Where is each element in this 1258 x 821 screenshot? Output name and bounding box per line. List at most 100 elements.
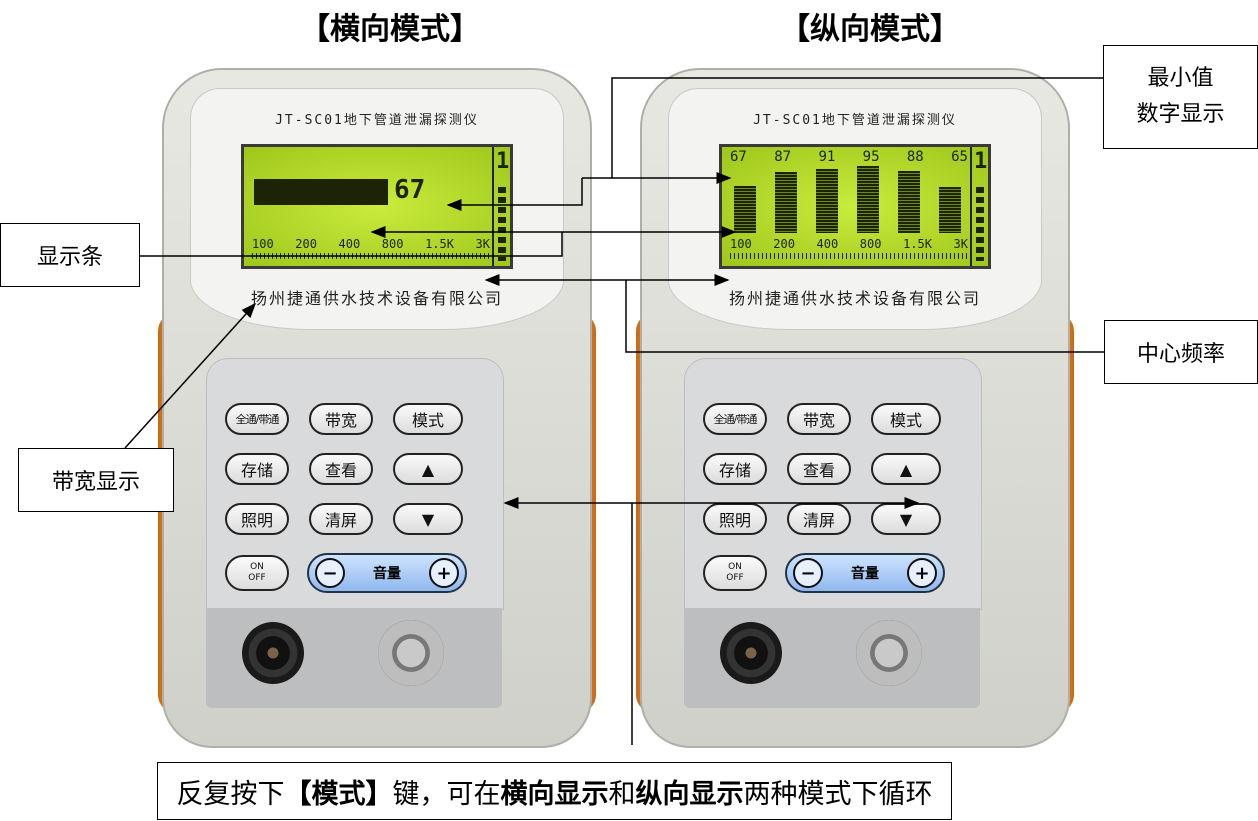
note-part: 纵向显示 xyxy=(635,778,744,810)
lcd-level-meter xyxy=(976,187,984,261)
lcd-tick-row xyxy=(730,253,968,259)
all-band-button[interactable]: 全通/带通 xyxy=(225,403,289,435)
bandwidth-button[interactable]: 带宽 xyxy=(787,403,851,435)
up-button[interactable]: ▲ xyxy=(393,453,463,485)
view-button[interactable]: 查看 xyxy=(787,453,851,485)
lcd-side-divider xyxy=(970,147,972,266)
callout-center-freq: 中心频率 xyxy=(1104,320,1258,384)
lcd-value: 67 xyxy=(730,149,747,165)
callout-min-value-line1: 最小值 xyxy=(1147,66,1214,91)
bandwidth-button[interactable]: 带宽 xyxy=(309,403,373,435)
device-horizontal: JT-SC01地下管道泄漏探测仪 67 100 200 400 800 1.5K… xyxy=(158,68,596,758)
freq-label: 800 xyxy=(381,237,404,251)
lcd-value: 65 xyxy=(951,149,968,165)
note-part: 两种模式下循环 xyxy=(743,778,933,810)
lcd-value: 95 xyxy=(862,149,880,165)
lcd-vbar xyxy=(939,187,961,233)
lcd-vbar xyxy=(734,186,756,233)
lcd-indicator: 1 xyxy=(974,149,988,174)
power-button[interactable]: ON OFF xyxy=(225,555,289,591)
headphone-jack-icon xyxy=(720,622,782,684)
power-off-label: OFF xyxy=(248,573,266,583)
volume-up-button[interactable]: + xyxy=(429,558,459,588)
headphone-jack-icon xyxy=(242,622,304,684)
power-off-label: OFF xyxy=(726,573,744,583)
clear-button[interactable]: 清屏 xyxy=(787,503,851,535)
down-button[interactable]: ▼ xyxy=(393,503,463,535)
device-vertical: JT-SC01地下管道泄漏探测仪 67 87 91 95 88 65 100 2… xyxy=(636,68,1074,758)
freq-label: 100 xyxy=(252,237,274,251)
lcd-vbar xyxy=(898,171,920,233)
store-button[interactable]: 存储 xyxy=(703,453,767,485)
callout-bandwidth-display: 带宽显示 xyxy=(18,448,174,512)
lcd-indicator: 1 xyxy=(496,149,510,174)
lcd-screen-horizontal: 67 100 200 400 800 1.5K 3K 1 xyxy=(241,144,513,269)
freq-label: 800 xyxy=(859,237,882,251)
light-button[interactable]: 照明 xyxy=(225,503,289,535)
volume-down-button[interactable]: − xyxy=(793,558,823,588)
clear-button[interactable]: 清屏 xyxy=(309,503,373,535)
device-company: 扬州捷通供水技术设备有限公司 xyxy=(250,289,503,308)
view-button[interactable]: 查看 xyxy=(309,453,373,485)
store-button[interactable]: 存储 xyxy=(225,453,289,485)
freq-label: 100 xyxy=(730,237,752,251)
note-part: 键，可在 xyxy=(392,778,501,810)
device-model: JT-SC01地下管道泄漏探测仪 xyxy=(275,113,479,128)
freq-label: 1.5K xyxy=(903,237,932,251)
mode-button[interactable]: 模式 xyxy=(393,403,463,435)
lcd-vbar xyxy=(857,166,879,233)
light-button[interactable]: 照明 xyxy=(703,503,767,535)
lcd-screen-vertical: 67 87 91 95 88 65 100 200 400 800 1.5K 3… xyxy=(719,144,991,269)
leader-center-freq xyxy=(625,280,1104,353)
note-part: 和 xyxy=(608,778,636,810)
all-band-button[interactable]: 全通/带通 xyxy=(703,403,767,435)
freq-label: 400 xyxy=(338,237,361,251)
device-face: JT-SC01地下管道泄漏探测仪 67 87 91 95 88 65 100 2… xyxy=(668,88,1042,330)
note-part: 横向显示 xyxy=(500,778,609,810)
connector-panel xyxy=(684,608,980,708)
keypad: 全通/带通 带宽 模式 存储 查看 ▲ 照明 清屏 ▼ ON OFF − 音量 … xyxy=(206,358,504,610)
volume-label: 音量 xyxy=(373,566,401,582)
lcd-vbar xyxy=(775,172,797,233)
lcd-vbar xyxy=(816,169,838,233)
note-part: 反复按下 xyxy=(176,778,285,810)
volume-down-button[interactable]: − xyxy=(315,558,345,588)
mode-cycle-note: 反复按下【模式】键，可在横向显示和纵向显示两种模式下循环 xyxy=(157,762,952,820)
lcd-value: 91 xyxy=(818,149,836,165)
mode-button[interactable]: 模式 xyxy=(871,403,941,435)
lcd-level-meter xyxy=(498,187,506,261)
freq-label: 3K xyxy=(953,237,968,251)
lcd-values-row: 67 87 91 95 88 65 xyxy=(730,149,968,165)
volume-rocker: − 音量 + xyxy=(307,553,467,593)
sensor-connector-icon xyxy=(856,620,922,686)
freq-label: 1.5K xyxy=(425,237,454,251)
freq-label: 200 xyxy=(773,237,795,251)
volume-rocker: − 音量 + xyxy=(785,553,945,593)
callout-min-value-line2: 数字显示 xyxy=(1136,102,1225,127)
lcd-freq-axis: 100 200 400 800 1.5K 3K xyxy=(252,237,490,251)
up-button[interactable]: ▲ xyxy=(871,453,941,485)
leader-bandwidth-display xyxy=(124,302,257,449)
lcd-freq-axis: 100 200 400 800 1.5K 3K xyxy=(730,237,968,251)
volume-up-button[interactable]: + xyxy=(907,558,937,588)
sensor-connector-icon xyxy=(378,620,444,686)
title-vertical-mode: 【纵向模式】 xyxy=(780,12,960,47)
power-on-label: ON xyxy=(728,562,742,572)
lcd-side-divider xyxy=(492,147,494,266)
device-model: JT-SC01地下管道泄漏探测仪 xyxy=(753,113,957,128)
freq-label: 200 xyxy=(295,237,317,251)
volume-label: 音量 xyxy=(851,566,879,582)
connector-panel xyxy=(206,608,502,708)
callout-display-bar: 显示条 xyxy=(0,223,140,287)
device-company: 扬州捷通供水技术设备有限公司 xyxy=(728,289,981,308)
lcd-min-value: 67 xyxy=(394,175,426,205)
device-face: JT-SC01地下管道泄漏探测仪 67 100 200 400 800 1.5K… xyxy=(190,88,564,330)
power-button[interactable]: ON OFF xyxy=(703,555,767,591)
note-part: 【模式】 xyxy=(284,778,393,810)
title-horizontal-mode: 【横向模式】 xyxy=(300,12,480,47)
leader-display-bar xyxy=(140,232,563,257)
lcd-horizontal-bar xyxy=(254,179,388,205)
power-on-label: ON xyxy=(250,562,264,572)
callout-min-value: 最小值 数字显示 xyxy=(1103,45,1258,149)
